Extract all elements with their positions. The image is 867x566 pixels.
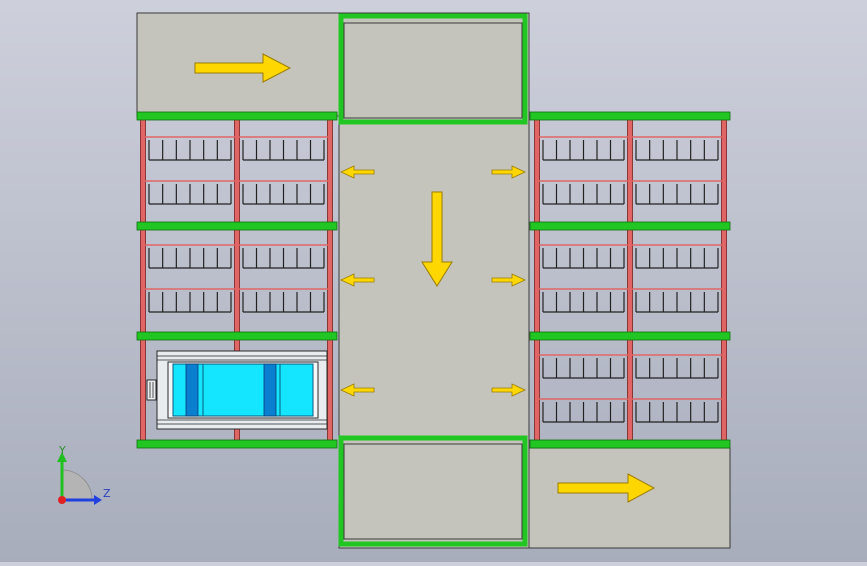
transfer-left-arrow [340,383,375,397]
rack-post [534,117,540,445]
rack-post [140,117,146,445]
rack-rail [529,331,731,341]
rack-rail [136,331,338,341]
main-aisle-arrow [421,191,453,287]
shuttle-roller-left [185,363,199,417]
rack-rail [136,221,338,231]
rack-rail [529,439,731,449]
top-lift-frame [338,13,528,125]
triad-plane-icon [61,469,93,501]
rack-rail [529,111,731,121]
x-axis-icon [58,496,66,504]
right-storage-rack [529,111,731,449]
shuttle-vehicle [146,350,328,430]
left-storage-rack [136,111,338,449]
z-axis-arrowhead-icon [94,495,102,505]
transfer-left-arrow [340,165,375,179]
transfer-right-arrow [491,273,526,287]
transfer-right-arrow [491,383,526,397]
shuttle-roller-right [263,363,277,417]
lift-frames [338,13,528,547]
coordinate-triad: Y Z [57,444,111,505]
outbound-arrow [557,473,656,503]
shuttle-rails [157,355,327,425]
rack-rail [136,111,338,121]
bottom-lift-inner [343,443,523,540]
rack-post [721,117,727,445]
y-axis-arrowhead-icon [57,452,67,462]
y-axis-label: Y [58,444,66,457]
rack-rail [529,221,731,231]
transfer-left-arrow [340,273,375,287]
flow-arrows [194,53,656,503]
rack-post [327,117,333,445]
top-lift-inner [343,22,523,119]
transfer-right-arrow [491,165,526,179]
inbound-arrow [194,53,292,83]
bottom-lift-frame [338,435,528,547]
z-axis-label: Z [103,487,111,500]
rack-rail [136,439,338,449]
rack-post [627,117,633,445]
shuttle-bumper [146,379,157,401]
